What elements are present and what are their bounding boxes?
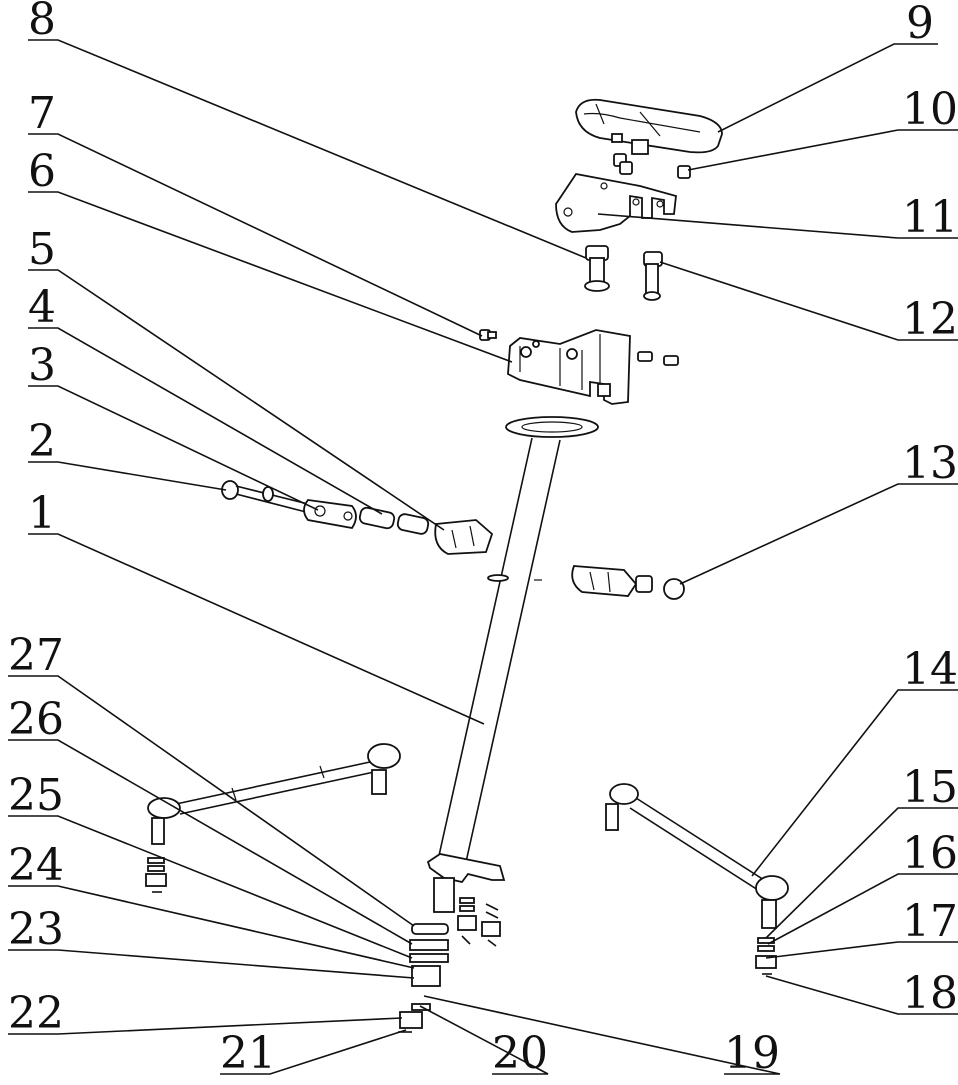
leader-18 — [765, 975, 958, 1015]
callout-8: 8 — [28, 0, 56, 45]
leader-24 — [8, 885, 415, 969]
part-8-bolt-bushing — [584, 245, 610, 292]
callout-5: 5 — [28, 224, 56, 275]
part-6-mounting-bracket — [507, 329, 631, 405]
part-14-right-tie-rod — [605, 783, 789, 929]
callout-22: 22 — [8, 988, 64, 1039]
leader-20 — [419, 1005, 549, 1075]
callout-2: 2 — [28, 416, 56, 467]
callout-20: 20 — [492, 1028, 548, 1079]
callout-11: 11 — [902, 192, 958, 243]
leader-17 — [765, 941, 958, 959]
leader-3 — [28, 385, 319, 511]
callout-25: 25 — [8, 770, 64, 821]
callout-12: 12 — [902, 294, 958, 345]
callout-24: 24 — [8, 840, 64, 891]
part-left-hardware-stack — [145, 857, 167, 893]
leader-13 — [679, 483, 958, 585]
part-5-clamp-yoke — [434, 519, 494, 555]
callout-13: 13 — [902, 438, 958, 489]
leader-26 — [8, 739, 413, 945]
callout-16: 16 — [902, 828, 958, 879]
leader-21 — [220, 1029, 407, 1075]
leader-23 — [8, 949, 415, 979]
part-15-18-right-hardware — [755, 937, 777, 975]
callout-9: 9 — [906, 0, 934, 49]
leader-27 — [8, 675, 415, 927]
leader-7 — [28, 133, 483, 337]
callout-14: 14 — [902, 644, 958, 695]
part-7-small-bolt — [479, 329, 497, 341]
part-9-instrument-cluster — [575, 98, 723, 155]
part-2-bolt — [221, 480, 309, 513]
part-13-clamp-nut — [571, 565, 685, 600]
part-11-instrument-bracket — [555, 173, 677, 233]
leader-2 — [28, 461, 227, 491]
part-19-25-bottom-hardware — [398, 923, 449, 1033]
callout-7: 7 — [28, 88, 56, 139]
callout-27: 27 — [8, 630, 64, 681]
leader-14 — [751, 689, 958, 877]
part-12-bolt-bushing — [643, 251, 663, 301]
leader-16 — [767, 873, 958, 945]
leader-5 — [28, 269, 445, 531]
leader-25 — [8, 815, 413, 959]
part-6-bracket-bolts — [637, 351, 679, 366]
part-4-spacer-tube — [358, 506, 430, 535]
callout-15: 15 — [902, 762, 958, 813]
leader-22 — [8, 1017, 403, 1035]
leader-9 — [717, 43, 938, 133]
callout-1: 1 — [28, 488, 56, 539]
callout-26: 26 — [8, 694, 64, 745]
callout-6: 6 — [28, 146, 56, 197]
leader-6 — [28, 191, 513, 363]
leader-15 — [765, 807, 958, 939]
leader-11 — [597, 213, 958, 239]
leader-10 — [687, 129, 958, 171]
leader-1 — [28, 533, 485, 725]
part-small-fasteners-cluster — [457, 897, 501, 947]
leader-4 — [28, 327, 383, 515]
part-26-left-tie-rod — [147, 743, 401, 845]
leader-8 — [28, 39, 587, 259]
callout-10: 10 — [902, 84, 958, 135]
part-1-steering-column — [426, 416, 599, 913]
callout-3: 3 — [28, 340, 56, 391]
leader-19 — [423, 995, 781, 1075]
part-3-link-plate — [303, 499, 357, 529]
callout-23: 23 — [8, 904, 64, 955]
callout-18: 18 — [902, 968, 958, 1019]
callout-labels: 8 7 6 5 4 3 2 1 27 26 25 24 23 22 21 20 … — [8, 0, 958, 1079]
callout-17: 17 — [902, 896, 958, 947]
leader-12 — [659, 261, 958, 341]
leader-lines — [8, 39, 958, 1075]
callout-21: 21 — [220, 1028, 276, 1079]
part-10-rubber-bushing — [613, 153, 691, 179]
callout-19: 19 — [724, 1028, 780, 1079]
callout-4: 4 — [28, 282, 56, 333]
